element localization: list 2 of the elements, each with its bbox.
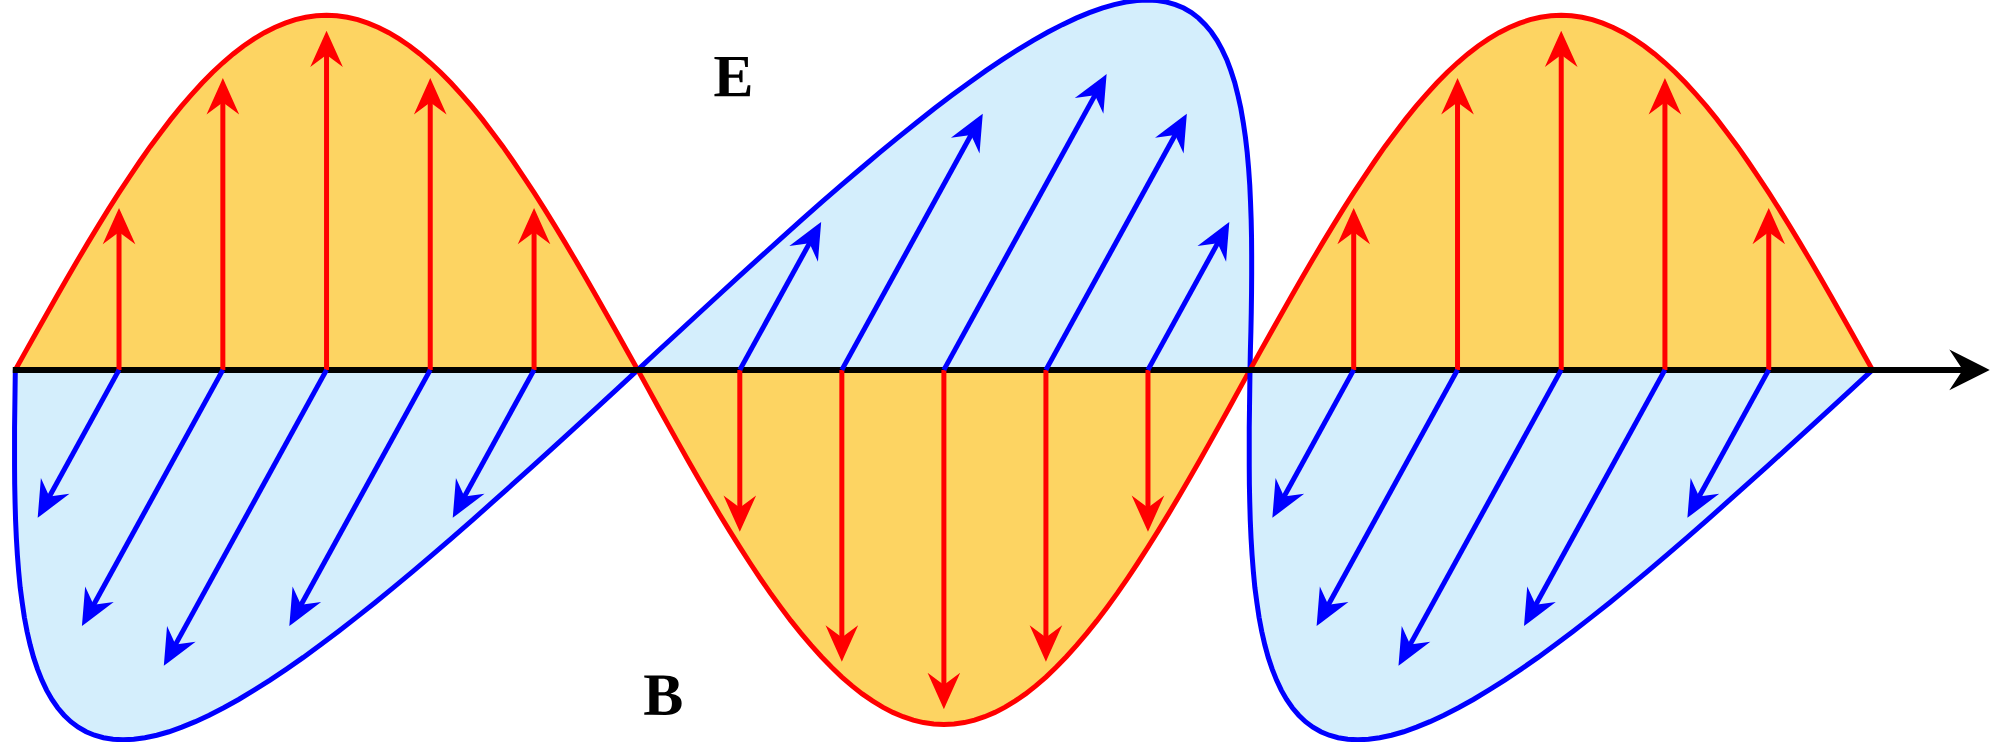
field-label: E bbox=[714, 56, 751, 97]
field-label: B bbox=[644, 675, 682, 715]
